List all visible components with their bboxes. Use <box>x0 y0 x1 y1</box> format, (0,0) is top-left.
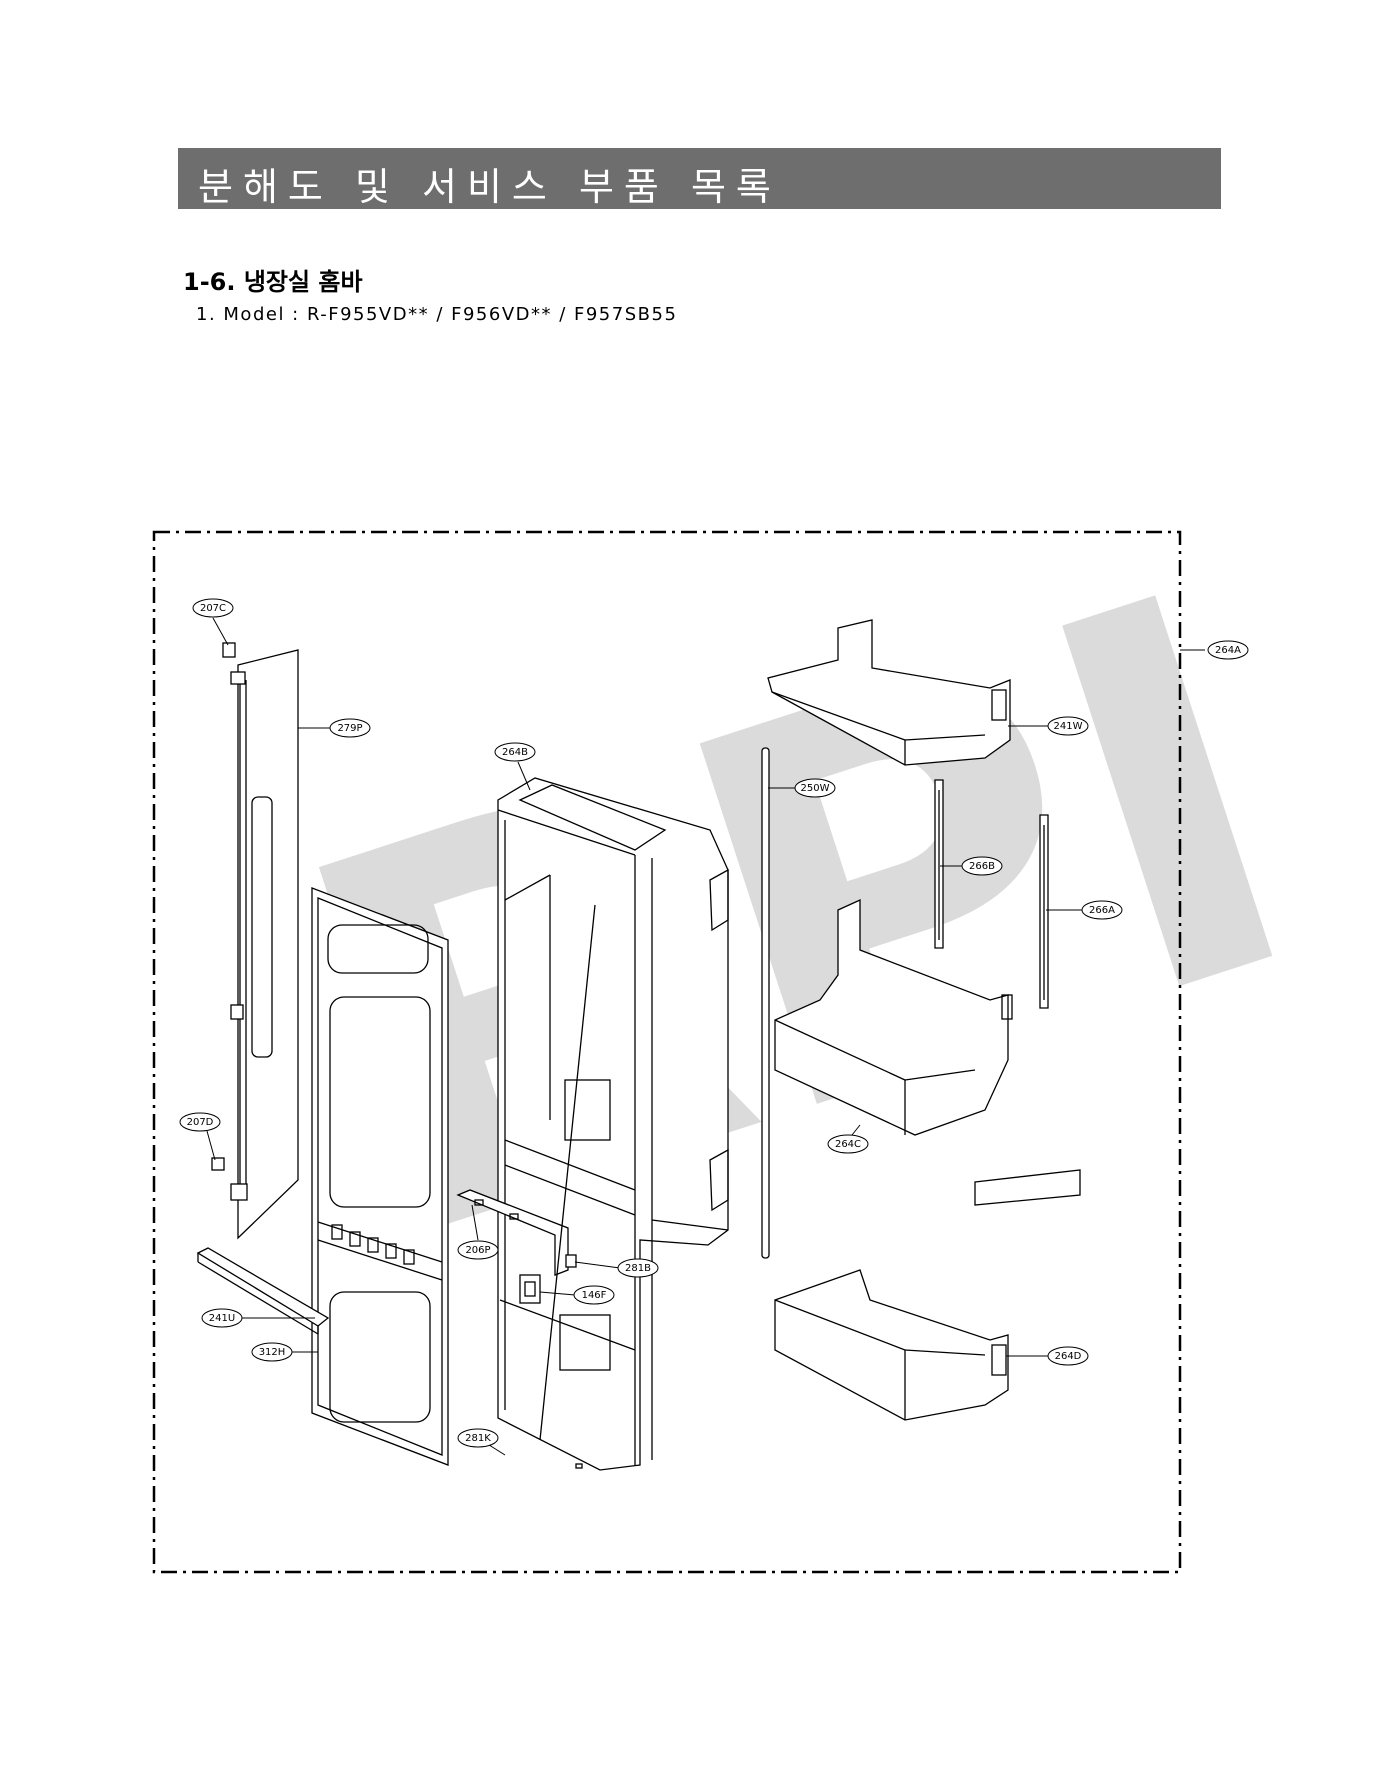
part-266b-rail <box>934 779 944 949</box>
callout-241w: 241W <box>1047 716 1089 736</box>
svg-text:266A: 266A <box>1089 905 1115 916</box>
section-title: 1-6. 냉장실 홈바 <box>183 268 363 296</box>
callout-241u: 241U <box>201 1308 243 1328</box>
callout-279p: 279P <box>329 718 371 738</box>
svg-text:281B: 281B <box>625 1263 651 1274</box>
svg-text:264B: 264B <box>502 747 528 758</box>
callout-264b: 264B <box>494 742 536 762</box>
svg-text:281K: 281K <box>465 1433 491 1444</box>
svg-text:241W: 241W <box>1054 721 1083 732</box>
assembly-boundary <box>152 530 1182 1574</box>
part-207c-cap <box>222 642 246 685</box>
part-146f-switch <box>519 1274 541 1304</box>
part-281k-screw <box>539 904 596 1441</box>
svg-text:206P: 206P <box>465 1245 490 1256</box>
callout-264d: 264D <box>1047 1346 1089 1366</box>
callout-281b: 281B <box>617 1258 659 1278</box>
part-264c-bin <box>774 898 1013 1136</box>
part-264b-housing <box>497 777 729 1471</box>
svg-text:250W: 250W <box>801 783 830 794</box>
svg-text:264D: 264D <box>1055 1351 1082 1362</box>
callout-264c: 264C <box>827 1134 869 1154</box>
svg-text:264C: 264C <box>835 1139 861 1150</box>
callout-207c: 207C <box>192 598 234 618</box>
part-281b-piece <box>565 1254 577 1268</box>
part-207d-cap <box>211 1004 248 1201</box>
header-bar: 분해도 및 서비스 부품 목록 <box>178 148 1221 209</box>
part-264d-bin <box>774 1269 1009 1421</box>
part-279p-strip <box>237 649 299 1240</box>
callout-281k: 281K <box>457 1428 499 1448</box>
svg-text:264A: 264A <box>1215 645 1241 656</box>
svg-text:266B: 266B <box>969 861 995 872</box>
page-title: 분해도 및 서비스 부품 목록 <box>198 165 781 209</box>
svg-text:207D: 207D <box>187 1117 214 1128</box>
svg-text:207C: 207C <box>200 603 226 614</box>
svg-text:146F: 146F <box>582 1290 607 1301</box>
part-small-cover <box>974 1169 1081 1206</box>
part-312h-door-panel <box>311 887 449 1466</box>
callout-312h: 312H <box>251 1342 293 1362</box>
svg-text:241U: 241U <box>209 1313 235 1324</box>
callout-207d: 207D <box>179 1112 221 1132</box>
callout-264a: 264A <box>1207 640 1249 660</box>
callout-266a: 266A <box>1081 900 1123 920</box>
part-241u-strip <box>196 1247 330 1335</box>
callout-206p: 206P <box>457 1240 499 1260</box>
model-line: 1. Model : R-F955VD** / F956VD** / F957S… <box>196 304 678 325</box>
callout-250w: 250W <box>794 778 836 798</box>
svg-text:312H: 312H <box>259 1347 286 1358</box>
callouts: 207C 279P 264B 264A 241W 250W 266B 266A … <box>179 598 1249 1448</box>
part-250w-rod <box>761 747 770 1259</box>
callout-266b: 266B <box>961 856 1003 876</box>
part-206p-bracket <box>456 1189 569 1276</box>
svg-text:279P: 279P <box>337 723 362 734</box>
callout-146f: 146F <box>573 1285 615 1305</box>
part-241w-shelf <box>767 619 1011 766</box>
part-266a-rail <box>1039 814 1049 1009</box>
